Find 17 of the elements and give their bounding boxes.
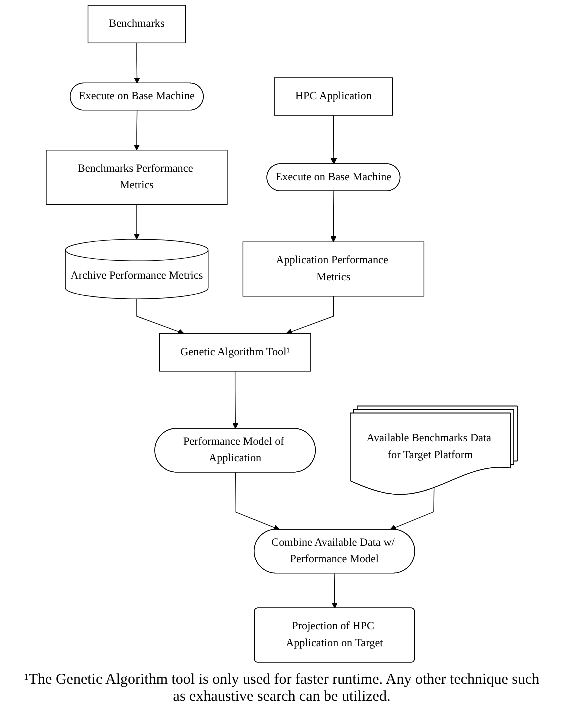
arrow — [136, 298, 185, 335]
node-box: Benchmarks Performance Metrics — [46, 150, 228, 206]
node-box: Application Performance Metrics — [242, 242, 425, 297]
arrow — [134, 204, 140, 240]
arrow — [134, 42, 140, 84]
arrow — [330, 115, 338, 165]
node-box: Benchmarks — [88, 5, 186, 44]
arrow — [234, 472, 280, 531]
arrow — [286, 296, 334, 335]
node-box: Genetic Algorithm Tool¹ — [159, 334, 312, 372]
arrow — [134, 110, 140, 151]
arrow — [390, 488, 435, 531]
node-box: HPC Application — [274, 78, 394, 116]
footnote-text: ¹The Genetic Algorithm tool is only used for faster runtime. Any other technique such as exhaustive search can be utilized. — [23, 672, 541, 706]
arrow — [232, 371, 239, 430]
arrow — [332, 573, 338, 609]
arrow — [330, 191, 337, 242]
